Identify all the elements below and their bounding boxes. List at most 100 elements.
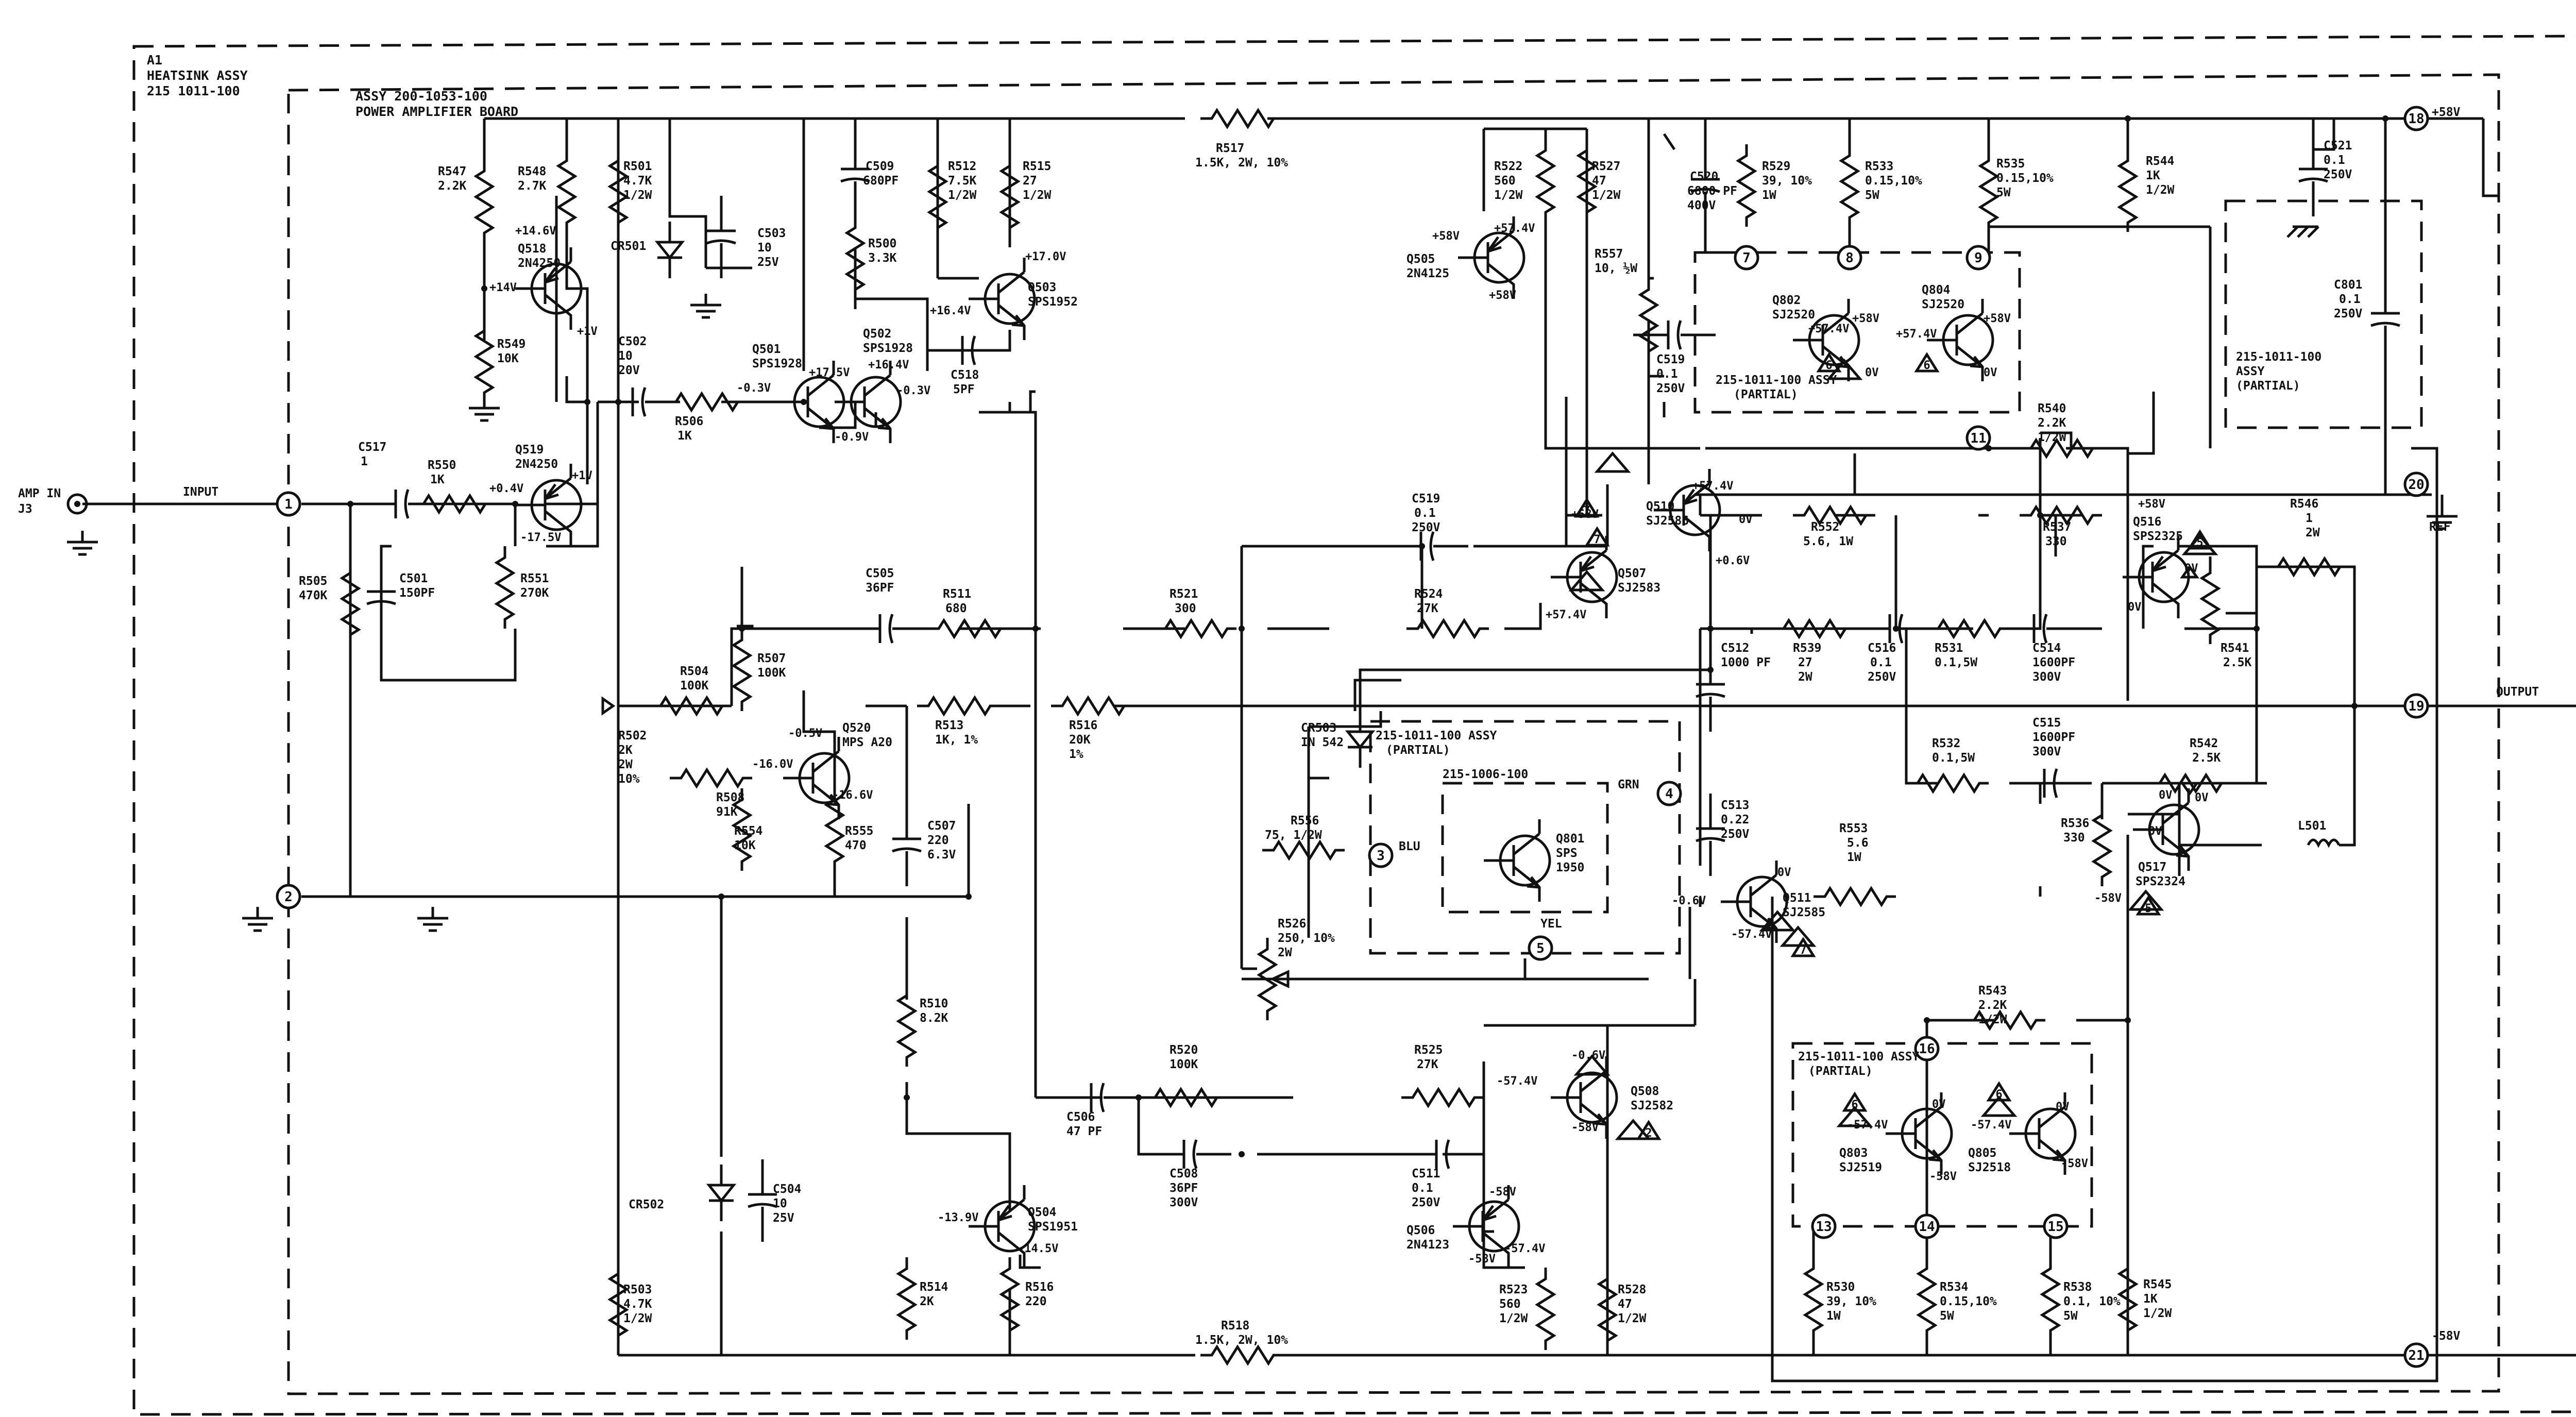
- svg-text:0.1,5W: 0.1,5W: [1932, 751, 1975, 765]
- svg-text:1/2W: 1/2W: [1494, 189, 1523, 202]
- svg-text:R535: R535: [1996, 157, 2025, 171]
- svg-text:+0.4V: +0.4V: [489, 482, 523, 495]
- svg-text:215-1011-100 ASSY: 215-1011-100 ASSY: [1716, 374, 1837, 387]
- svg-text:CR502: CR502: [629, 1198, 664, 1211]
- svg-text:ASSY: ASSY: [2236, 365, 2265, 378]
- svg-text:250V: 250V: [1868, 670, 1896, 684]
- svg-text:27: 27: [1798, 656, 1812, 669]
- svg-text:R556: R556: [1291, 814, 1319, 828]
- svg-text:-57.4V: -57.4V: [1497, 1075, 1537, 1088]
- svg-text:SPS2325: SPS2325: [2133, 530, 2183, 543]
- svg-text:Q505: Q505: [1406, 252, 1435, 266]
- svg-text:Q803: Q803: [1839, 1146, 1868, 1160]
- svg-text:1/2W: 1/2W: [2143, 1307, 2172, 1320]
- svg-text:2.5K: 2.5K: [2223, 656, 2252, 669]
- other-symbols: [66, 115, 2388, 1157]
- svg-text:SJ2519: SJ2519: [1839, 1161, 1882, 1174]
- svg-text:SPS1951: SPS1951: [1028, 1220, 1078, 1234]
- svg-text:1/2W: 1/2W: [623, 189, 652, 202]
- svg-text:470K: 470K: [299, 589, 328, 602]
- svg-text:R551: R551: [520, 572, 549, 585]
- svg-text:0.1: 0.1: [1414, 507, 1436, 520]
- svg-text:1.5K, 2W, 10%: 1.5K, 2W, 10%: [1195, 156, 1288, 170]
- svg-text:1/2W: 1/2W: [2146, 183, 2175, 197]
- svg-text:C512: C512: [1721, 642, 1749, 655]
- svg-text:-58V: -58V: [1929, 1170, 1957, 1183]
- svg-text:250V: 250V: [1656, 382, 1685, 395]
- svg-text:2.2K: 2.2K: [2038, 416, 2066, 430]
- grounds: [67, 225, 2458, 931]
- svg-text:ASSY 200-1053-100: ASSY 200-1053-100: [355, 89, 487, 104]
- svg-text:C519: C519: [1656, 353, 1685, 366]
- svg-text:C502: C502: [618, 335, 647, 348]
- svg-text:2N4250: 2N4250: [518, 257, 561, 270]
- svg-text:215 1011-100: 215 1011-100: [147, 83, 240, 98]
- svg-text:R526: R526: [1278, 917, 1306, 931]
- svg-text:R545: R545: [2143, 1278, 2172, 1291]
- svg-text:R504: R504: [680, 665, 708, 678]
- svg-text:R555: R555: [845, 824, 873, 838]
- svg-text:R516: R516: [1025, 1280, 1054, 1294]
- node-19: 19: [2403, 693, 2429, 719]
- svg-text:-58V: -58V: [1571, 1121, 1599, 1134]
- svg-text:5.6: 5.6: [1847, 836, 1869, 850]
- svg-text:36PF: 36PF: [1170, 1182, 1198, 1195]
- svg-text:SPS1928: SPS1928: [752, 357, 802, 370]
- svg-text:-58V: -58V: [1489, 1186, 1516, 1199]
- svg-text:C519: C519: [1412, 492, 1440, 505]
- svg-text:1K: 1K: [2146, 169, 2160, 182]
- svg-text:6: 6: [1825, 359, 1832, 372]
- svg-text:Q504: Q504: [1028, 1206, 1056, 1219]
- svg-text:5W: 5W: [2063, 1309, 2078, 1323]
- svg-text:-0.5V: -0.5V: [788, 727, 822, 740]
- svg-text:SPS1952: SPS1952: [1028, 295, 1078, 309]
- svg-text:C517: C517: [358, 441, 386, 454]
- assembly-borders: [132, 35, 2576, 1416]
- svg-text:C505: C505: [866, 567, 894, 580]
- svg-text:0V: 0V: [2148, 825, 2162, 838]
- svg-text:47: 47: [1618, 1297, 1632, 1311]
- svg-text:5W: 5W: [1996, 186, 2011, 199]
- svg-text:10%: 10%: [618, 772, 640, 786]
- svg-text:100K: 100K: [1170, 1058, 1198, 1071]
- svg-text:0V: 0V: [2184, 562, 2198, 575]
- svg-text:C509: C509: [866, 160, 894, 173]
- svg-text:R511: R511: [943, 587, 971, 601]
- svg-text:+0.6V: +0.6V: [1716, 554, 1750, 567]
- svg-text:1600PF: 1600PF: [2032, 731, 2075, 744]
- svg-text:CR503: CR503: [1301, 721, 1336, 735]
- svg-text:-16.6V: -16.6V: [832, 789, 873, 802]
- svg-text:BLU: BLU: [1399, 840, 1420, 853]
- svg-text:+14.6V: +14.6V: [515, 225, 556, 238]
- svg-text:47 PF: 47 PF: [1066, 1125, 1102, 1138]
- svg-text:9: 9: [1974, 250, 1982, 266]
- svg-text:0.22: 0.22: [1721, 813, 1749, 826]
- svg-text:1.5K, 2W, 10%: 1.5K, 2W, 10%: [1195, 1334, 1288, 1347]
- svg-text:2.5K: 2.5K: [2192, 751, 2221, 765]
- svg-text:+58V: +58V: [2432, 106, 2461, 119]
- svg-text:+1V: +1V: [572, 469, 592, 482]
- svg-text:-58V: -58V: [2432, 1329, 2461, 1343]
- svg-text:0.15,10%: 0.15,10%: [1940, 1295, 1997, 1308]
- svg-text:2.7K: 2.7K: [518, 179, 547, 193]
- svg-text:-57.4V: -57.4V: [1971, 1119, 2011, 1132]
- svg-text:-57.4V: -57.4V: [1731, 928, 1772, 941]
- svg-text:IN 542: IN 542: [1301, 736, 1344, 749]
- svg-text:4.7K: 4.7K: [623, 174, 652, 188]
- svg-text:R529: R529: [1762, 160, 1790, 173]
- svg-text:R507: R507: [757, 652, 786, 665]
- svg-text:C503: C503: [757, 227, 786, 240]
- svg-text:R508: R508: [716, 791, 744, 804]
- svg-text:0V: 0V: [2056, 1101, 2070, 1114]
- svg-text:330: 330: [2063, 831, 2085, 845]
- svg-text:L501: L501: [2298, 819, 2326, 833]
- svg-text:R528: R528: [1618, 1283, 1646, 1296]
- svg-text:2.2K: 2.2K: [1978, 999, 2007, 1012]
- svg-text:39, 10%: 39, 10%: [1826, 1295, 1876, 1308]
- svg-text:R522: R522: [1494, 160, 1522, 173]
- svg-text:-16.0V: -16.0V: [752, 758, 793, 771]
- svg-text:2K: 2K: [920, 1295, 934, 1308]
- svg-text:0V: 0V: [2128, 601, 2142, 614]
- svg-text:1: 1: [361, 455, 368, 468]
- svg-text:R549: R549: [497, 338, 526, 351]
